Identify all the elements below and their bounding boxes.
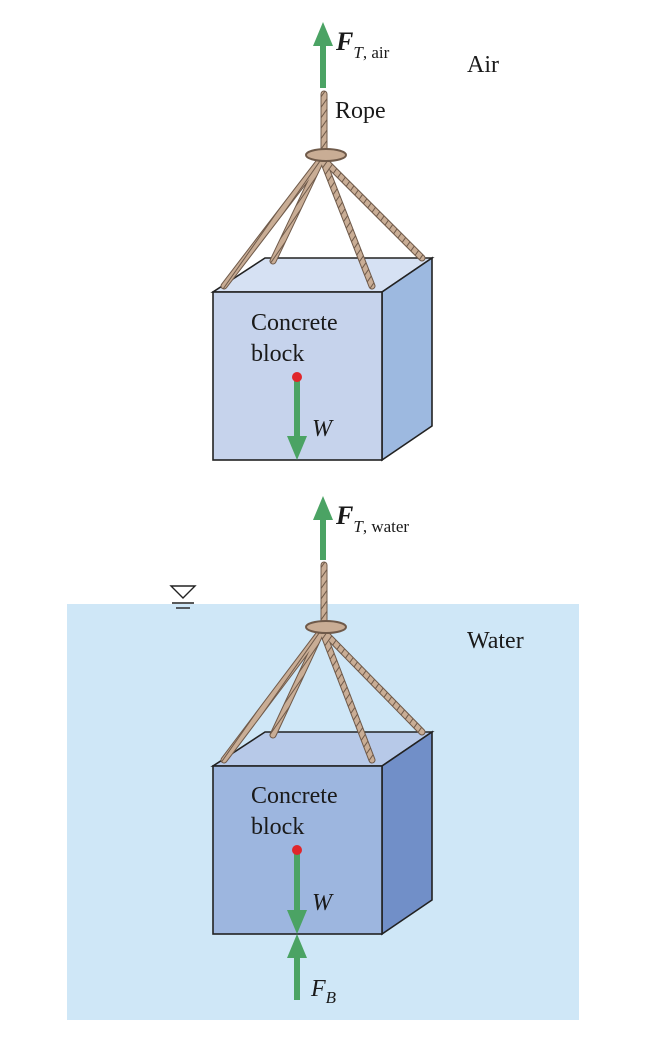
tension-label-air: FT, air bbox=[335, 27, 390, 62]
water-label: Water bbox=[467, 628, 524, 654]
free-surface-symbol bbox=[169, 585, 197, 609]
rope-knot-air bbox=[305, 148, 347, 162]
block-air-side-face bbox=[381, 256, 433, 462]
air-label: Air bbox=[467, 52, 499, 78]
block-label-water-line1: Concrete bbox=[251, 783, 338, 809]
block-label-water-line2: block bbox=[251, 814, 304, 840]
buoyancy-label: FB bbox=[310, 976, 337, 1007]
buoyancy-arrow bbox=[287, 934, 307, 1000]
weight-label-air: W bbox=[312, 416, 334, 442]
centroid-dot-air bbox=[292, 372, 302, 382]
weight-arrow-air bbox=[287, 378, 307, 460]
tension-arrow-air bbox=[313, 22, 333, 88]
tension-label-water: FT, water bbox=[335, 501, 409, 536]
weight-arrow-water bbox=[287, 852, 307, 934]
block-label-air-line2: block bbox=[251, 341, 304, 367]
block-water-side-face bbox=[381, 730, 433, 936]
centroid-dot-water bbox=[292, 845, 302, 855]
rope-water bbox=[220, 561, 426, 764]
rope-label: Rope bbox=[335, 98, 386, 124]
rope-knot-water bbox=[305, 620, 347, 634]
weight-label-water: W bbox=[312, 890, 334, 916]
block-label-air-line1: Concrete bbox=[251, 310, 338, 336]
tension-arrow-water bbox=[313, 496, 333, 560]
rope-air bbox=[220, 90, 426, 290]
